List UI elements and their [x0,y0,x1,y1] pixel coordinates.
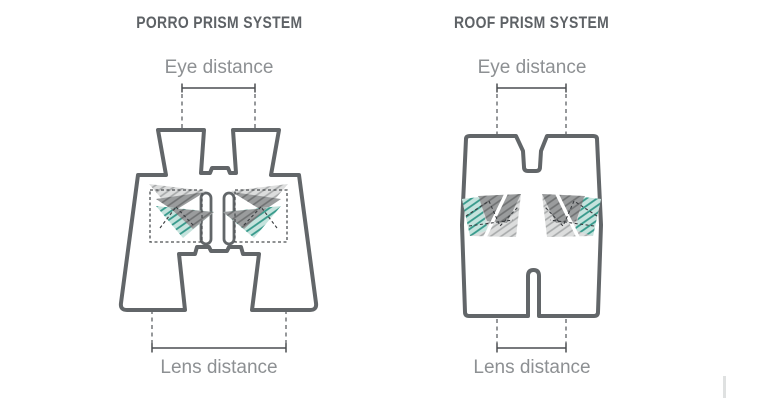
porro-title: PORRO PRISM SYSTEM [135,13,303,32]
porro-diagram [118,83,319,353]
roof-lens-distance-label: Lens distance [473,357,591,378]
porro-eye-distance-line [181,83,256,93]
porro-lens-distance-label: Lens distance [160,357,278,378]
porro-binocular-outline [118,128,319,312]
roof-eye-distance-line [496,83,567,93]
porro-lens-distance-line [151,343,287,353]
porro-prism-right [223,184,288,243]
page-edge-artifact [723,376,726,398]
roof-eye-distance-label: Eye distance [477,57,587,78]
roof-binocular-outline [460,134,603,318]
roof-diagram [460,83,603,353]
roof-prism-right [542,193,601,238]
roof-title: ROOF PRISM SYSTEM [454,13,610,32]
roof-prism-left [462,193,521,238]
porro-prism-left [149,184,214,243]
roof-lens-distance-line [496,343,567,353]
porro-eye-distance-label: Eye distance [164,57,274,78]
